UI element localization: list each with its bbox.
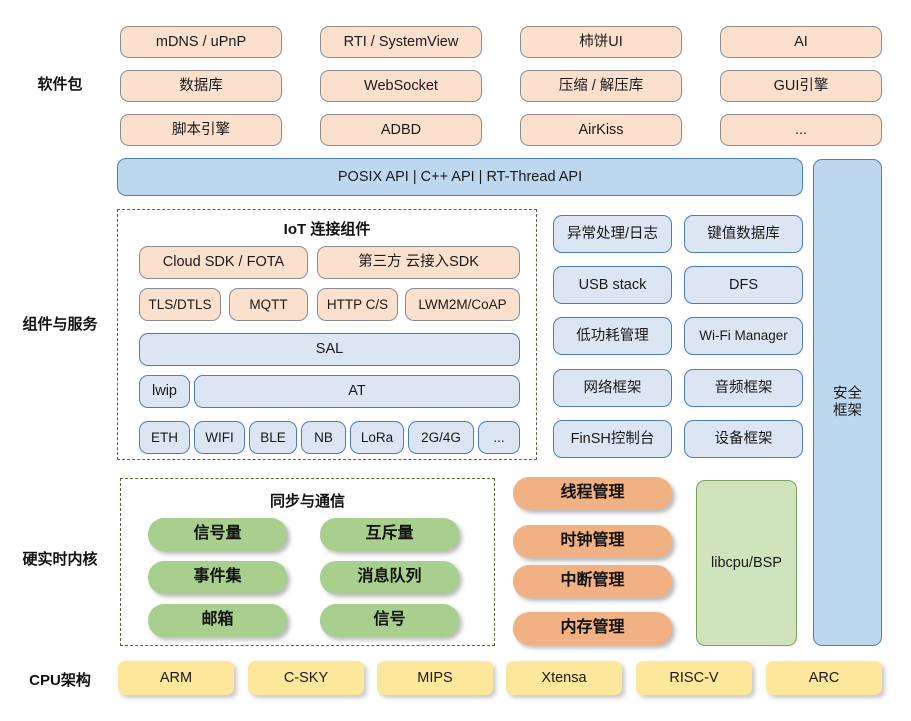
component-usb-stack[interactable]: USB stack <box>553 266 672 304</box>
iot-at[interactable]: AT <box>194 375 520 408</box>
iot-mqtt[interactable]: MQTT <box>229 288 308 321</box>
iot-third-party-cloud-sdk[interactable]: 第三方 云接入SDK <box>317 246 520 279</box>
package-script-engine[interactable]: 脚本引擎 <box>120 114 282 146</box>
component-finsh-console[interactable]: FinSH控制台 <box>553 420 672 458</box>
iot-sal[interactable]: SAL <box>139 333 520 366</box>
iot-nb[interactable]: NB <box>301 421 346 454</box>
iot-ble[interactable]: BLE <box>249 421 297 454</box>
iot-group-title: IoT 连接组件 <box>283 221 371 238</box>
row-label-software-package: 软件包 <box>37 76 83 93</box>
libcpu-bsp[interactable]: libcpu/BSP <box>696 480 797 646</box>
kernel-mutex[interactable]: 互斥量 <box>320 518 459 551</box>
package-gui-engine[interactable]: GUI引擎 <box>720 70 882 102</box>
component-low-power[interactable]: 低功耗管理 <box>553 317 672 355</box>
kernel-sync-group-frame <box>120 478 495 646</box>
iot-wifi[interactable]: WIFI <box>194 421 245 454</box>
row-label-components-services: 组件与服务 <box>22 316 98 333</box>
cpu-arch-arc[interactable]: ARC <box>766 661 882 695</box>
iot-more[interactable]: ... <box>478 421 520 454</box>
component-network-framework[interactable]: 网络框架 <box>553 369 672 407</box>
package-ai[interactable]: AI <box>720 26 882 58</box>
kernel-mailbox[interactable]: 邮箱 <box>148 604 287 637</box>
cpu-arch-risc-v[interactable]: RISC-V <box>636 661 752 695</box>
package-airkiss[interactable]: AirKiss <box>520 114 682 146</box>
iot-cloud-sdk-fota[interactable]: Cloud SDK / FOTA <box>139 246 308 279</box>
package-compression[interactable]: 压缩 / 解压库 <box>520 70 682 102</box>
cpu-arch-c-sky[interactable]: C-SKY <box>248 661 364 695</box>
iot-lwip[interactable]: lwip <box>139 375 190 408</box>
security-framework[interactable]: 安全 框架 <box>813 159 882 646</box>
kernel-interrupt-management[interactable]: 中断管理 <box>513 565 672 598</box>
kernel-thread-management[interactable]: 线程管理 <box>513 477 672 510</box>
package-adbd[interactable]: ADBD <box>320 114 482 146</box>
iot-eth[interactable]: ETH <box>139 421 190 454</box>
kernel-sync-group-title: 同步与通信 <box>269 493 345 510</box>
component-device-framework[interactable]: 设备框架 <box>684 420 803 458</box>
package-database[interactable]: 数据库 <box>120 70 282 102</box>
row-label-hard-realtime-kernel: 硬实时内核 <box>22 551 98 568</box>
security-framework-line1: 安全 <box>833 385 862 402</box>
row-label-cpu-architecture: CPU架构 <box>29 672 91 689</box>
component-wifi-manager[interactable]: Wi-Fi Manager <box>684 317 803 355</box>
cpu-arch-mips[interactable]: MIPS <box>377 661 493 695</box>
package-mdns-upnp[interactable]: mDNS / uPnP <box>120 26 282 58</box>
iot-tls-dtls[interactable]: TLS/DTLS <box>139 288 221 321</box>
iot-2g-4g[interactable]: 2G/4G <box>408 421 474 454</box>
component-dfs[interactable]: DFS <box>684 266 803 304</box>
cpu-arch-arm[interactable]: ARM <box>118 661 234 695</box>
kernel-signal[interactable]: 信号 <box>320 604 459 637</box>
kernel-message-queue[interactable]: 消息队列 <box>320 561 459 594</box>
iot-lora[interactable]: LoRa <box>350 421 404 454</box>
iot-http-cs[interactable]: HTTP C/S <box>317 288 398 321</box>
cpu-arch-xtensa[interactable]: Xtensa <box>506 661 622 695</box>
package-more[interactable]: ... <box>720 114 882 146</box>
package-persimmon-ui[interactable]: 柿饼UI <box>520 26 682 58</box>
iot-lwm2m-coap[interactable]: LWM2M/CoAP <box>405 288 520 321</box>
kernel-semaphore[interactable]: 信号量 <box>148 518 287 551</box>
security-framework-line2: 框架 <box>833 402 862 419</box>
iot-group-frame <box>117 209 537 460</box>
component-audio-framework[interactable]: 音频框架 <box>684 369 803 407</box>
api-bar[interactable]: POSIX API | C++ API | RT-Thread API <box>117 158 803 196</box>
component-exception-log[interactable]: 异常处理/日志 <box>553 215 672 253</box>
kernel-event-set[interactable]: 事件集 <box>148 561 287 594</box>
kernel-memory-management[interactable]: 内存管理 <box>513 612 672 645</box>
package-rti-systemview[interactable]: RTI / SystemView <box>320 26 482 58</box>
component-kv-database[interactable]: 键值数据库 <box>684 215 803 253</box>
package-websocket[interactable]: WebSocket <box>320 70 482 102</box>
kernel-clock-management[interactable]: 时钟管理 <box>513 525 672 558</box>
